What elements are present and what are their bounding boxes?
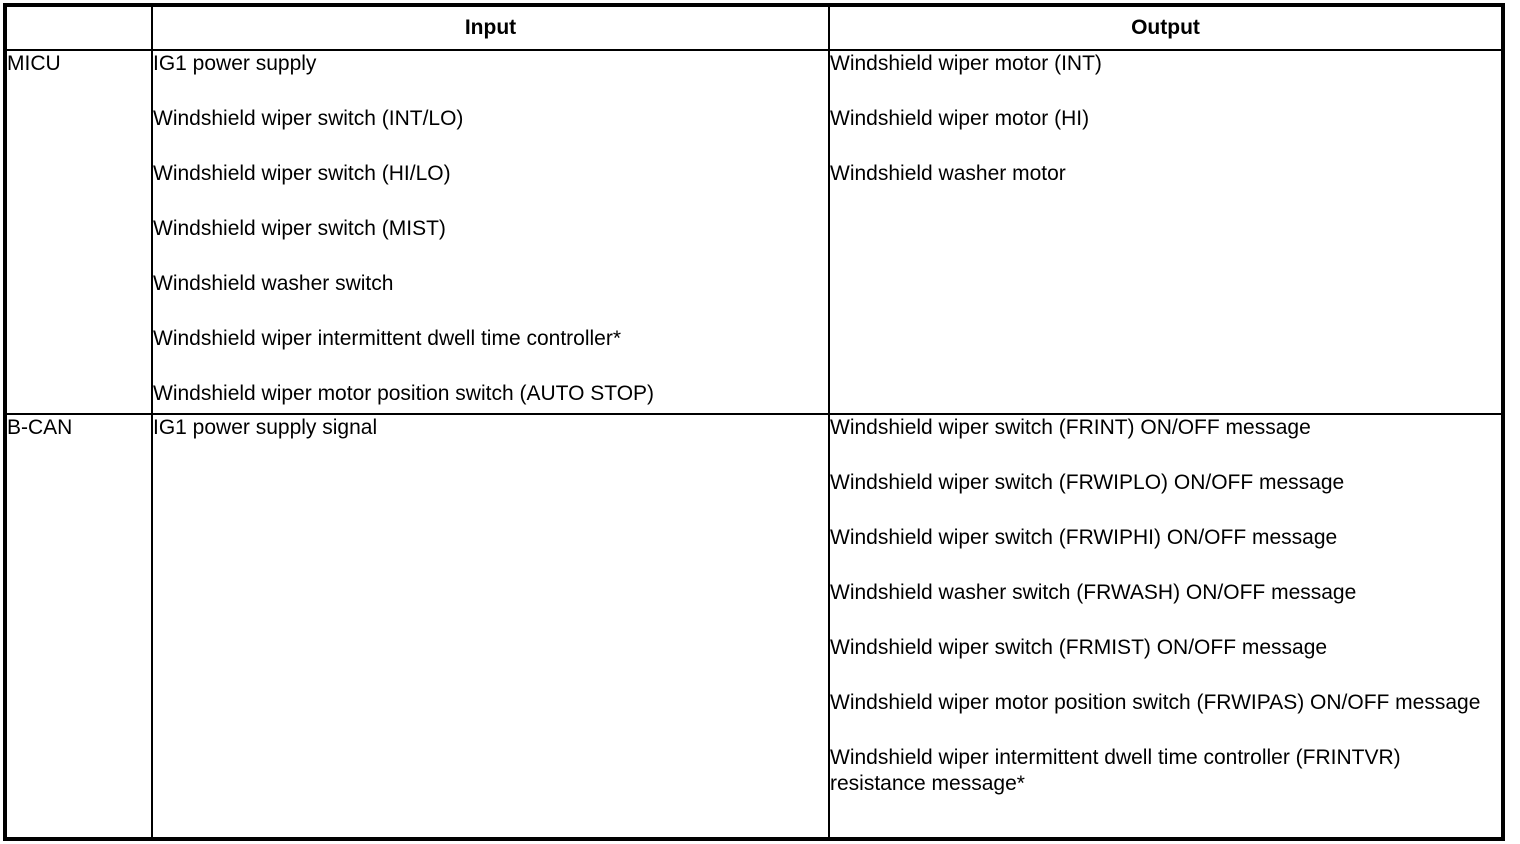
list-item: Windshield wiper motor (INT)	[830, 52, 1102, 75]
list-item: Windshield wiper intermittent dwell time…	[153, 327, 622, 350]
list-item: Windshield wiper switch (INT/LO)	[153, 107, 464, 130]
micu-input-list: IG1 power supply Windshield wiper switch…	[153, 51, 828, 407]
bcan-input-cell: IG1 power supply signal	[151, 413, 830, 840]
list-item: Windshield wiper intermittent dwell time…	[830, 746, 1401, 795]
row-label-bcan: B-CAN	[4, 413, 153, 840]
list-item: IG1 power supply	[153, 52, 317, 75]
header-cell-input: Input	[151, 4, 830, 51]
micu-input-cell: IG1 power supply Windshield wiper switch…	[151, 49, 830, 415]
micu-output-cell: Windshield wiper motor (INT) Windshield …	[828, 49, 1504, 415]
table-header-row: Input Output	[4, 4, 1504, 51]
list-item: Windshield washer switch	[153, 272, 394, 295]
table-row: B-CAN IG1 power supply signal Windshield…	[4, 413, 1504, 840]
bcan-input-list: IG1 power supply signal	[153, 415, 828, 441]
list-item: Windshield wiper motor (HI)	[830, 107, 1090, 130]
header-cell-unit	[4, 4, 153, 51]
list-item: Windshield wiper switch (MIST)	[153, 217, 446, 240]
list-item: Windshield washer motor	[830, 162, 1066, 185]
list-item: Windshield wiper switch (FRWIPLO) ON/OFF…	[830, 471, 1345, 494]
bcan-output-cell: Windshield wiper switch (FRINT) ON/OFF m…	[828, 413, 1504, 840]
list-item: Windshield wiper motor position switch (…	[153, 382, 655, 405]
micu-output-list: Windshield wiper motor (INT) Windshield …	[830, 51, 1501, 187]
list-item: Windshield wiper switch (FRMIST) ON/OFF …	[830, 636, 1328, 659]
list-item: Windshield washer switch (FRWASH) ON/OFF…	[830, 581, 1357, 604]
list-item: IG1 power supply signal	[153, 416, 378, 439]
input-output-table: Input Output MICU IG1 power supply Winds…	[3, 3, 1505, 841]
header-cell-output: Output	[828, 4, 1504, 51]
list-item: Windshield wiper switch (HI/LO)	[153, 162, 451, 185]
list-item: Windshield wiper motor position switch (…	[830, 691, 1481, 714]
bcan-output-list: Windshield wiper switch (FRINT) ON/OFF m…	[830, 415, 1501, 797]
row-label-micu: MICU	[4, 49, 153, 415]
list-item: Windshield wiper switch (FRINT) ON/OFF m…	[830, 416, 1311, 439]
table-row: MICU IG1 power supply Windshield wiper s…	[4, 49, 1504, 415]
list-item: Windshield wiper switch (FRWIPHI) ON/OFF…	[830, 526, 1338, 549]
